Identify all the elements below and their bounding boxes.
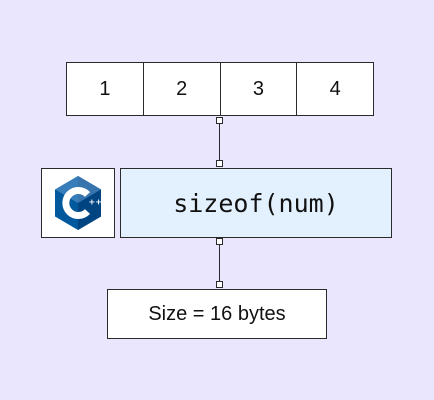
connector-line-bottom xyxy=(219,242,220,285)
connector-port xyxy=(216,238,223,245)
array-row: 1 2 3 4 xyxy=(66,62,374,116)
array-cell: 2 xyxy=(144,63,221,115)
array-cell: 4 xyxy=(329,77,341,100)
connector-line-top xyxy=(219,120,220,166)
result-box: Size = 16 bytes xyxy=(107,289,327,339)
array-cell: 1 xyxy=(67,63,144,115)
cpp-logo-superscript: ++ xyxy=(89,198,102,207)
array-cell: 3 xyxy=(221,63,298,115)
connector-port xyxy=(216,281,223,288)
sizeof-expression: sizeof(num) xyxy=(120,168,392,238)
cpp-logo-icon: ++ xyxy=(55,176,102,230)
cpp-logo-box: ++ xyxy=(41,168,115,238)
connector-port xyxy=(216,117,223,124)
connector-port xyxy=(216,160,223,167)
